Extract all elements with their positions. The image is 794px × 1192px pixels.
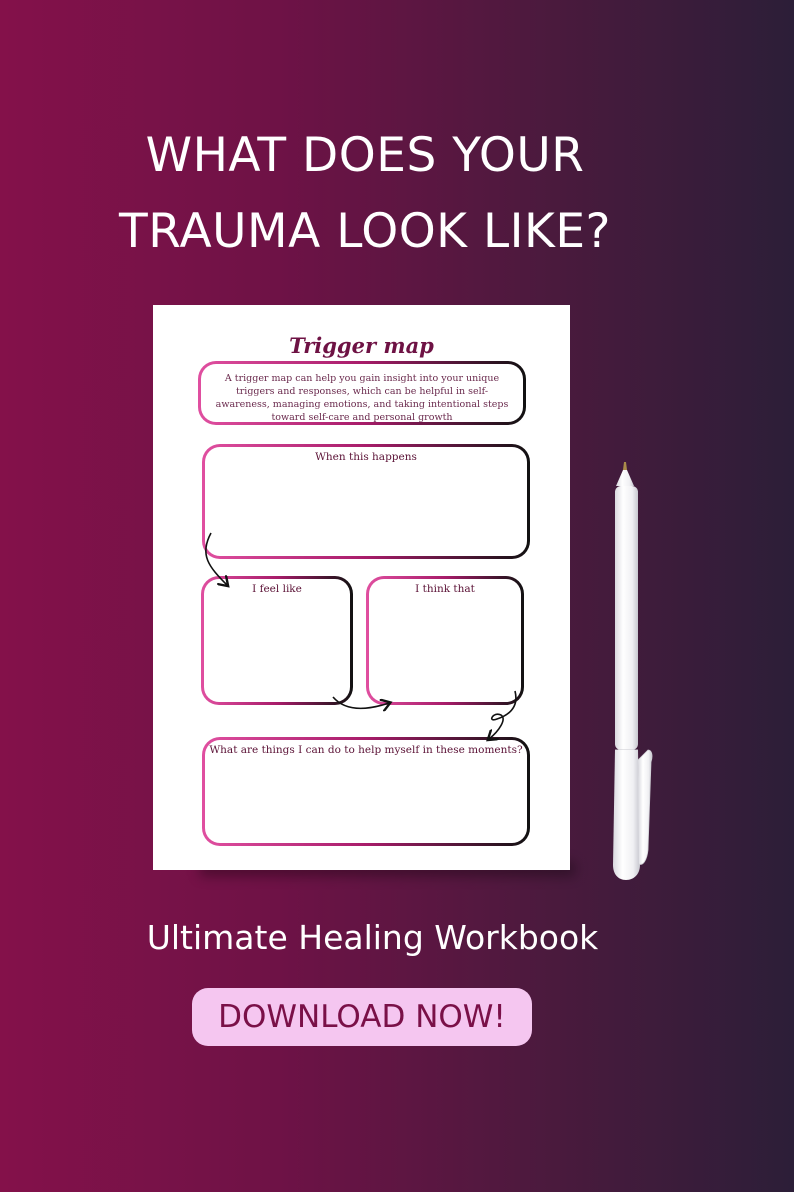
headline: WHAT DOES YOUR TRAUMA LOOK LIKE? <box>0 118 730 270</box>
i-think-that-box: I think that <box>366 576 524 705</box>
intro-text: A trigger map can help you gain insight … <box>215 373 509 423</box>
help-myself-label: What are things I can do to help myself … <box>209 744 523 756</box>
when-this-happens-box: When this happens <box>202 444 530 559</box>
i-feel-like-label: I feel like <box>252 583 302 595</box>
help-myself-box: What are things I can do to help myself … <box>202 737 530 846</box>
i-think-that-label: I think that <box>415 583 475 595</box>
headline-line-1: WHAT DOES YOUR <box>145 128 585 183</box>
i-feel-like-box: I feel like <box>201 576 353 705</box>
when-this-happens-label: When this happens <box>315 451 417 463</box>
headline-line-2: TRAUMA LOOK LIKE? <box>119 204 611 259</box>
download-now-button[interactable]: DOWNLOAD NOW! <box>192 988 532 1046</box>
intro-box: A trigger map can help you gain insight … <box>198 361 526 425</box>
pen-icon <box>613 462 653 880</box>
subtitle: Ultimate Healing Workbook <box>146 918 599 957</box>
worksheet-page: Trigger map A trigger map can help you g… <box>153 305 570 870</box>
worksheet-title: Trigger map <box>289 333 434 358</box>
